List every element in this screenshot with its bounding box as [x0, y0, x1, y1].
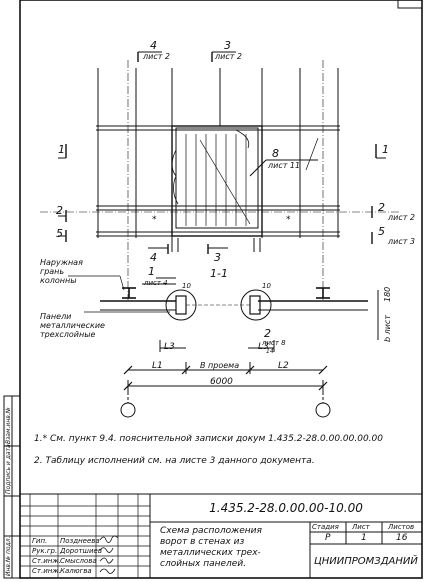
name-2: Доротшиев	[60, 547, 102, 555]
sheet-value: 1	[361, 533, 367, 543]
section-mark-3-bottom: 3	[214, 251, 221, 264]
role-1: Гип.	[32, 537, 48, 545]
view-4-sheet: лист 2	[143, 52, 171, 61]
note-2: 2. Таблицу исполнений см. на листе 3 дан…	[34, 456, 315, 466]
document-title: Схема расположения ворот в стенах из мет…	[160, 526, 262, 570]
section-mark-2-left: 2	[56, 204, 63, 217]
dim-l3-left: L3	[164, 342, 175, 352]
note-1: 1.* См. пункт 9.4. пояснительной записки…	[34, 434, 383, 444]
section-mark-2-right: 2	[378, 201, 385, 214]
leader-edge-line-2: грань	[40, 267, 65, 276]
callout-2-sheet: лист 8	[262, 339, 286, 347]
view-3-sheet: лист 2	[215, 52, 243, 61]
leader-metal-panels: Панели металлические трехслойные	[40, 312, 105, 339]
dim-l2: L2	[278, 361, 289, 371]
dim-10-left: 10	[182, 282, 191, 290]
leader-edge-of-column: Наружная грань колонны	[40, 258, 83, 285]
section-mark-5-right: 5	[378, 225, 385, 238]
dim-l3-right: L3	[258, 342, 269, 352]
callout-2-sub: 14	[266, 348, 274, 355]
leader-panels-line-1: Панели	[40, 312, 72, 321]
document-designation: 1.435.2-28.0.00.00-10.00	[209, 501, 363, 515]
name-4: Калюгва	[60, 567, 92, 575]
svg-text:*: *	[152, 215, 157, 225]
dim-l1: L1	[152, 361, 163, 371]
dim-total: 6000	[210, 377, 233, 387]
organization: ЦНИИПРОМЗДАНИЙ	[314, 556, 418, 567]
leader-panels-line-3: трехслойные	[40, 330, 96, 339]
role-3: Ст.инж.	[32, 557, 61, 565]
title-line-2: ворот в стенах из	[160, 537, 245, 547]
plan-label-1-sheet: лист 4	[144, 279, 168, 287]
sheets-value: 16	[396, 533, 408, 543]
name-3: Смыслова	[60, 557, 97, 565]
section-mark-4-bottom: 4	[150, 251, 157, 264]
name-1: Позднеева	[60, 537, 100, 545]
leader-panels-line-2: металлические	[40, 321, 105, 330]
section-mark-2-right-sheet: лист 2	[388, 213, 416, 222]
dim-180: 180	[383, 286, 392, 302]
stage-value: Р	[325, 533, 331, 543]
section-mark-5-right-sheet: лист 3	[388, 237, 416, 246]
title-line-4: слойных панелей.	[160, 559, 247, 569]
view-8-number: 8	[272, 147, 279, 160]
section-mark-1-left: 1	[58, 143, 65, 156]
role-4: Ст.инж.	[32, 567, 61, 575]
header-stage: Стадия	[312, 523, 339, 531]
callout-2: 2	[264, 327, 271, 340]
view-4-number: 4	[150, 39, 157, 52]
section-1-1-title: 1-1	[210, 267, 228, 280]
section-mark-1-right: 1	[382, 143, 389, 156]
header-sheet: Лист	[352, 523, 370, 531]
header-sheets: Листов	[388, 523, 415, 531]
section-mark-5-left: 5	[56, 227, 63, 240]
title-line-3: металлических трех-	[160, 548, 261, 558]
stamp-replaced-inv: Взам.инв.№	[5, 407, 12, 444]
svg-text:*: *	[286, 215, 291, 225]
leader-edge-line-3: колонны	[40, 276, 77, 285]
role-2: Рук.гр.	[32, 547, 58, 555]
dim-sheet-vertical: b лист	[383, 315, 392, 342]
view-8-sheet: лист 11	[268, 161, 301, 170]
stamp-signature-date: Подпись и дата	[5, 444, 12, 494]
plan-label-1: 1	[148, 265, 155, 278]
view-3-number: 3	[224, 39, 231, 52]
title-line-1: Схема расположения	[160, 526, 262, 536]
dim-opening: B проема	[200, 361, 240, 370]
dim-10-right: 10	[262, 282, 271, 290]
stamp-inv-no: Инв.№ подл.	[5, 536, 12, 577]
leader-edge-line-1: Наружная	[40, 258, 83, 267]
